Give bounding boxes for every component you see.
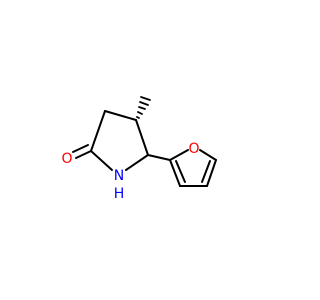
bond-furan-o-c2 [169,149,189,161]
bond-c2-c3 [90,110,106,152]
ring-nitrogen-label: N [114,168,124,184]
stereo-hash-bond [136,96,151,119]
bond-c5-n1 [125,154,149,171]
bond-carbonyl-inner [72,144,89,153]
molecule-structure: O N H O [61,96,217,202]
bond-furan-c4-c5 [206,159,217,187]
bond-carbonyl-main [75,150,92,159]
bond-furan-c4-c5-inner [201,160,211,183]
hash-line-3 [138,106,146,110]
bond-n1-c2 [90,150,113,171]
carbonyl-oxygen-label: O [61,151,72,167]
bond-furan-c2-c3-inner [175,160,186,183]
bond-group [72,110,217,187]
bond-c4-c5 [135,119,149,156]
hash-line-2 [137,111,143,115]
bond-furan-c5-o [199,149,217,161]
bond-c5-furan [147,154,171,161]
furan-oxygen-label: O [188,141,199,157]
ring-nitrogen-hydrogen-label: H [114,186,125,202]
bond-c3-c4 [104,110,137,121]
hash-line-1 [136,116,140,119]
hash-line-4 [139,101,149,106]
bond-furan-c2-c3 [169,159,181,187]
hash-line-5 [140,96,151,101]
